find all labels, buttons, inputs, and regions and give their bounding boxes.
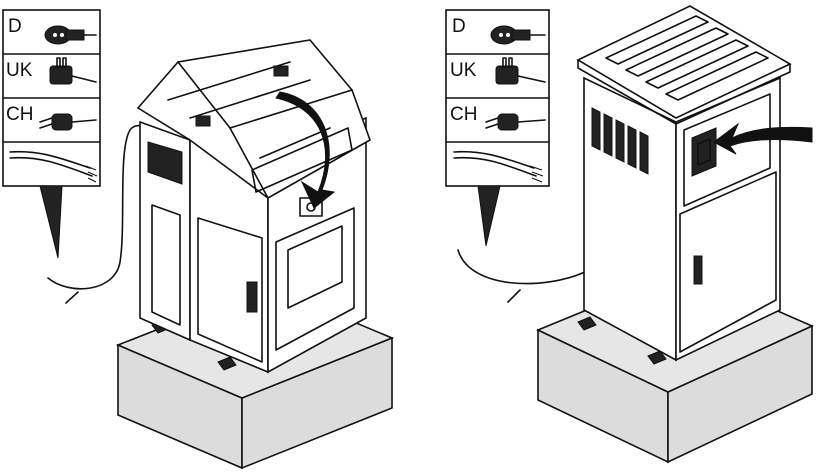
right-panel: D UK CH <box>445 5 814 464</box>
cabinet-open <box>576 5 792 362</box>
plug-label-ch: CH <box>6 104 33 125</box>
schuko-plug-icon <box>490 25 546 45</box>
schuko-plug-icon <box>44 25 97 45</box>
pointer-wedge-right <box>477 185 501 247</box>
bare-cable-icon <box>9 150 98 183</box>
cable-callout-left <box>65 291 79 304</box>
rotate-arrow-icon <box>275 91 336 209</box>
power-cable-left <box>47 124 149 290</box>
pointer-wedge-left <box>39 185 63 259</box>
plug-legend-right: D UK CH <box>445 9 550 187</box>
plug-label-d: D <box>8 16 22 37</box>
connect-arrow-icon <box>713 122 813 155</box>
plug-label-d: D <box>452 16 466 37</box>
plug-label-uk: UK <box>6 60 33 81</box>
swiss-plug-icon <box>39 113 97 131</box>
plug-label-ch: CH <box>450 104 477 125</box>
left-panel: D UK CH <box>2 9 395 470</box>
cabinet-closed <box>136 39 371 374</box>
power-cable-right <box>457 249 586 285</box>
plug-legend-left: D UK CH <box>2 9 101 187</box>
uk-plug-icon <box>495 57 546 85</box>
swiss-plug-icon <box>485 113 546 131</box>
bare-cable-icon <box>453 150 544 183</box>
cable-callout-right <box>507 289 521 303</box>
uk-plug-icon <box>49 57 97 85</box>
plug-label-uk: UK <box>450 60 477 81</box>
vent-grille <box>591 107 649 175</box>
